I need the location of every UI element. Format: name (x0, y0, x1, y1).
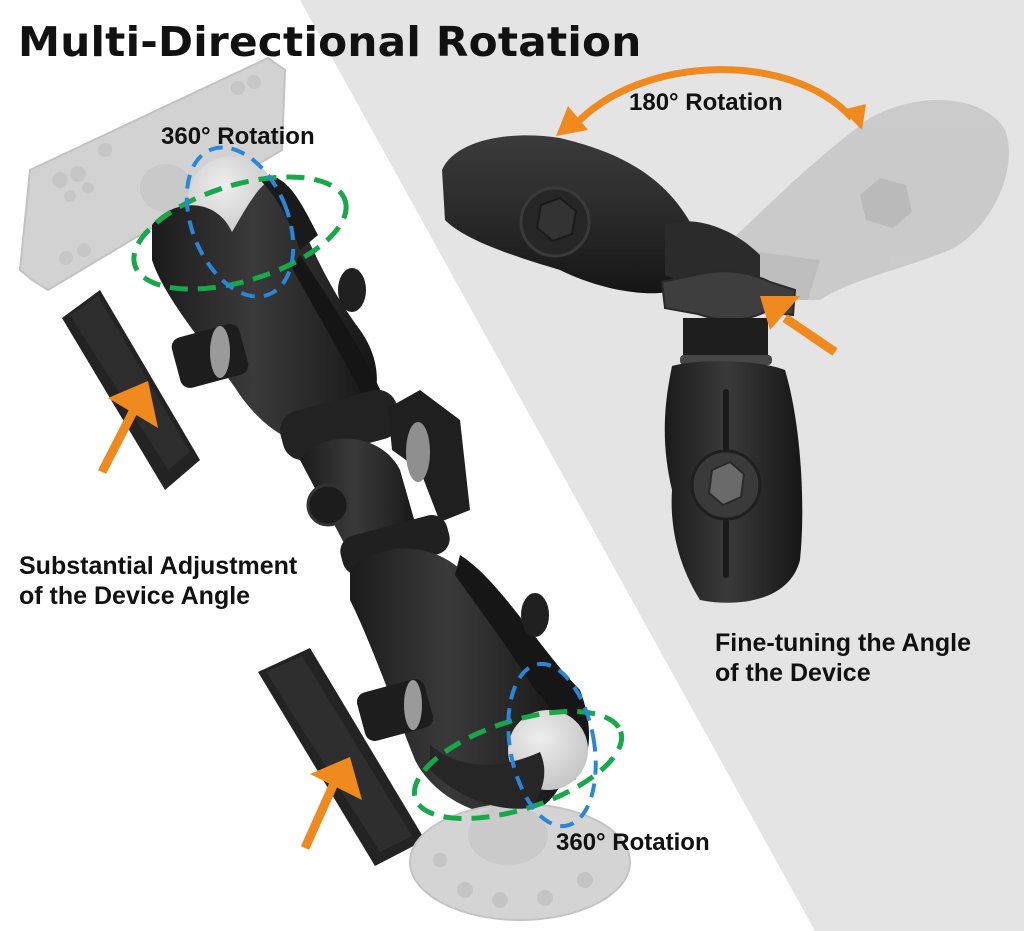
rotation-ring-blue-top (184, 145, 296, 299)
arm-dark-lower (664, 361, 803, 603)
arm-socket-lower-tip (430, 745, 545, 809)
label-fine-tuning: Fine-tuning the Angle of the Device (715, 628, 971, 688)
arm-connector-middle (280, 389, 470, 575)
label-finetune-line2: of the Device (715, 659, 871, 687)
label-substantial-line2: of the Device Angle (19, 582, 251, 610)
label-360-rotation-bottom: 360° Rotation (556, 829, 710, 856)
label-substantial-adjustment: Substantial Adjustment of the Device Ang… (19, 551, 297, 611)
arrow-upper-knob (97, 381, 158, 475)
page-title: Multi-Directional Rotation (18, 18, 642, 66)
wing-knob-right (660, 270, 797, 365)
arrow-lower-knob (300, 757, 362, 850)
mounting-base-round (409, 803, 631, 921)
arrow-180-arc (556, 66, 866, 136)
arm-socket-upper (152, 176, 385, 445)
label-finetune-line1: Fine-tuning the Angle (715, 629, 971, 657)
rotation-ring-green-top (131, 174, 349, 292)
mounting-plate-top (18, 56, 287, 292)
label-360-rotation-top: 360° Rotation (161, 123, 315, 150)
rotation-ring-blue-bottom (506, 661, 598, 829)
label-substantial-line1: Substantial Adjustment (19, 552, 298, 580)
t-knob-lower (258, 648, 434, 866)
label-180-rotation: 180° Rotation (629, 89, 783, 116)
arrow-wing-knob (760, 296, 838, 356)
